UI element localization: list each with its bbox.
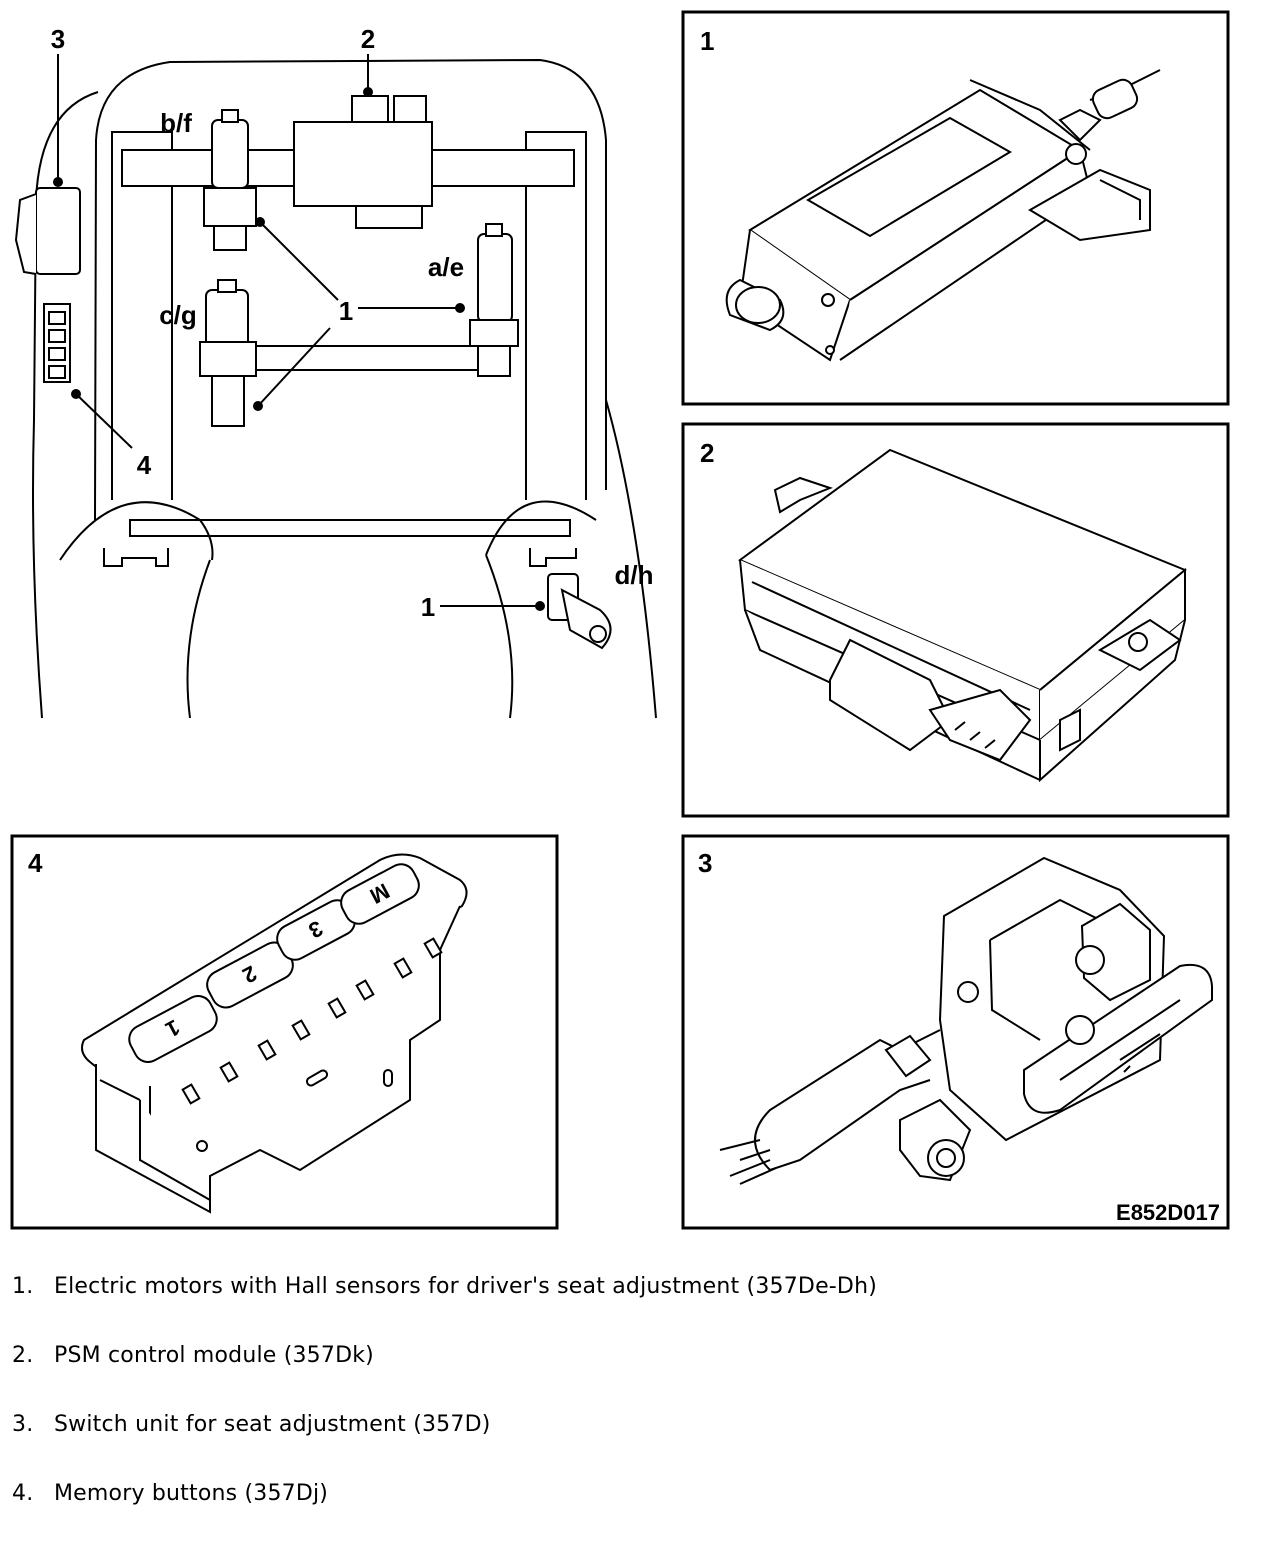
label-motor-ae: a/e [428,252,464,282]
panel-memory-buttons-number: 4 [28,848,43,878]
motor-bf-shape [203,109,257,251]
control-module-shape [293,95,433,229]
legend-item: 3. Switch unit for seat adjustment (357D) [12,1403,1252,1472]
seat-back-outline [94,58,607,521]
panel-switch-unit-frame [681,834,1230,1230]
label-motor: 1 [339,296,353,326]
seat-outer-curve-right [605,399,657,719]
panel-control-module-frame [681,422,1230,818]
memory-button-3[interactable]: 3 [272,895,360,964]
legend-item-text: Electric motors with Hall sensors for dr… [54,1274,878,1299]
motor-linkage [256,345,478,371]
memory-button-2[interactable]: 2 [202,938,298,1013]
overview-labels: 3 2 b/f c/g a/e 1 4 1 d/h [51,24,654,622]
memory-buttons-illustration: 1 2 3 M [81,853,468,1214]
control-module-illustration [738,448,1187,783]
panel-memory-buttons-frame [10,834,559,1230]
switch-unit-illustration [719,856,1213,1185]
panel-motor-frame [681,10,1230,406]
panel-control-module-number: 2 [700,438,714,468]
cushion-right [485,500,597,556]
legend-item-text: PSM control module (357Dk) [54,1343,374,1368]
label-memory-buttons: 4 [137,450,152,480]
legend-list: 1. Electric motors with Hall sensors for … [12,1265,1252,1541]
lower-crossbar [129,519,571,537]
legend-item: 4. Memory buttons (357Dj) [12,1472,1252,1541]
label-motor-bf: b/f [160,108,192,138]
legend-item-number: 4. [12,1481,34,1506]
legend-item: 2. PSM control module (357Dk) [12,1334,1252,1403]
motor-dh-shape [547,573,612,650]
label-motor-dh: d/h [615,560,654,590]
switch-unit-shape [14,187,81,275]
motor-cg-shape [199,279,257,427]
panel-motor-number: 1 [700,26,714,56]
seat-overview: 3 2 b/f c/g a/e 1 4 1 d/h [14,24,657,719]
label-motor-lower: 1 [421,592,435,622]
memory-button-1[interactable]: 1 [124,991,221,1067]
motor-ae-shape [469,223,519,377]
left-rail [111,131,173,500]
panel-motor: 1 [681,10,1230,406]
legend-item-number: 2. [12,1343,34,1368]
label-switch-unit: 3 [51,24,65,54]
right-rail [525,131,587,500]
memory-buttons-shape [43,303,71,383]
figure-id: E852D017 [1116,1200,1220,1225]
cushion-front [186,559,211,719]
seat-outer-curve [32,91,99,719]
component-location-diagram: 3 2 b/f c/g a/e 1 4 1 d/h 1 [10,10,1230,1230]
legend-item-text: Switch unit for seat adjustment (357D) [54,1412,491,1437]
legend-item-number: 1. [12,1274,34,1299]
leader-lines [53,54,545,611]
memory-button-m[interactable]: M [336,859,424,928]
panel-memory-buttons: 4 1 2 [10,834,559,1230]
legend-item-number: 3. [12,1412,34,1437]
legend-item: 1. Electric motors with Hall sensors for … [12,1265,1252,1334]
label-control-module: 2 [361,24,375,54]
cushion-front-right [485,554,514,719]
panel-switch-unit: 3 E852D017 [681,834,1230,1230]
cushion-left [59,501,214,561]
rail-feet [103,548,577,567]
panel-control-module: 2 [681,422,1230,818]
motor-illustration [725,69,1161,362]
panel-switch-unit-number: 3 [698,848,712,878]
label-motor-cg: c/g [159,300,197,330]
legend-item-text: Memory buttons (357Dj) [54,1481,329,1506]
